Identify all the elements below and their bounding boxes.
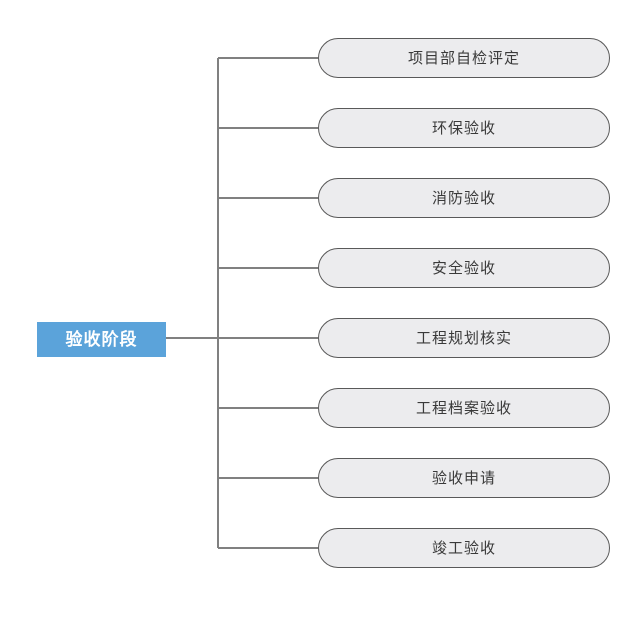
node-4[interactable]: 安全验收 bbox=[318, 248, 610, 288]
node-5-label: 工程规划核实 bbox=[415, 329, 512, 347]
branch-connector-8 bbox=[218, 547, 318, 549]
node-5[interactable]: 工程规划核实 bbox=[318, 318, 610, 358]
branch-connector-4 bbox=[218, 267, 318, 269]
branch-connector-6 bbox=[218, 407, 318, 409]
node-2-label: 环保验收 bbox=[431, 119, 496, 137]
node-1[interactable]: 项目部自检评定 bbox=[318, 38, 610, 78]
node-7[interactable]: 验收申请 bbox=[318, 458, 610, 498]
branch-connector-5 bbox=[218, 337, 318, 339]
node-1-label: 项目部自检评定 bbox=[407, 49, 520, 67]
branch-connector-3 bbox=[218, 197, 318, 199]
node-6-label: 工程档案验收 bbox=[415, 399, 512, 417]
node-8[interactable]: 竣工验收 bbox=[318, 528, 610, 568]
root-node-label: 验收阶段 bbox=[65, 330, 138, 349]
node-3-label: 消防验收 bbox=[431, 189, 496, 207]
node-3[interactable]: 消防验收 bbox=[318, 178, 610, 218]
node-6[interactable]: 工程档案验收 bbox=[318, 388, 610, 428]
root-node[interactable]: 验收阶段 bbox=[37, 322, 166, 357]
branch-connector-2 bbox=[218, 127, 318, 129]
node-4-label: 安全验收 bbox=[431, 259, 496, 277]
node-2[interactable]: 环保验收 bbox=[318, 108, 610, 148]
node-8-label: 竣工验收 bbox=[431, 539, 496, 557]
node-7-label: 验收申请 bbox=[431, 469, 496, 487]
trunk-connector bbox=[217, 58, 219, 548]
branch-connector-7 bbox=[218, 477, 318, 479]
branch-connector-1 bbox=[218, 57, 318, 59]
